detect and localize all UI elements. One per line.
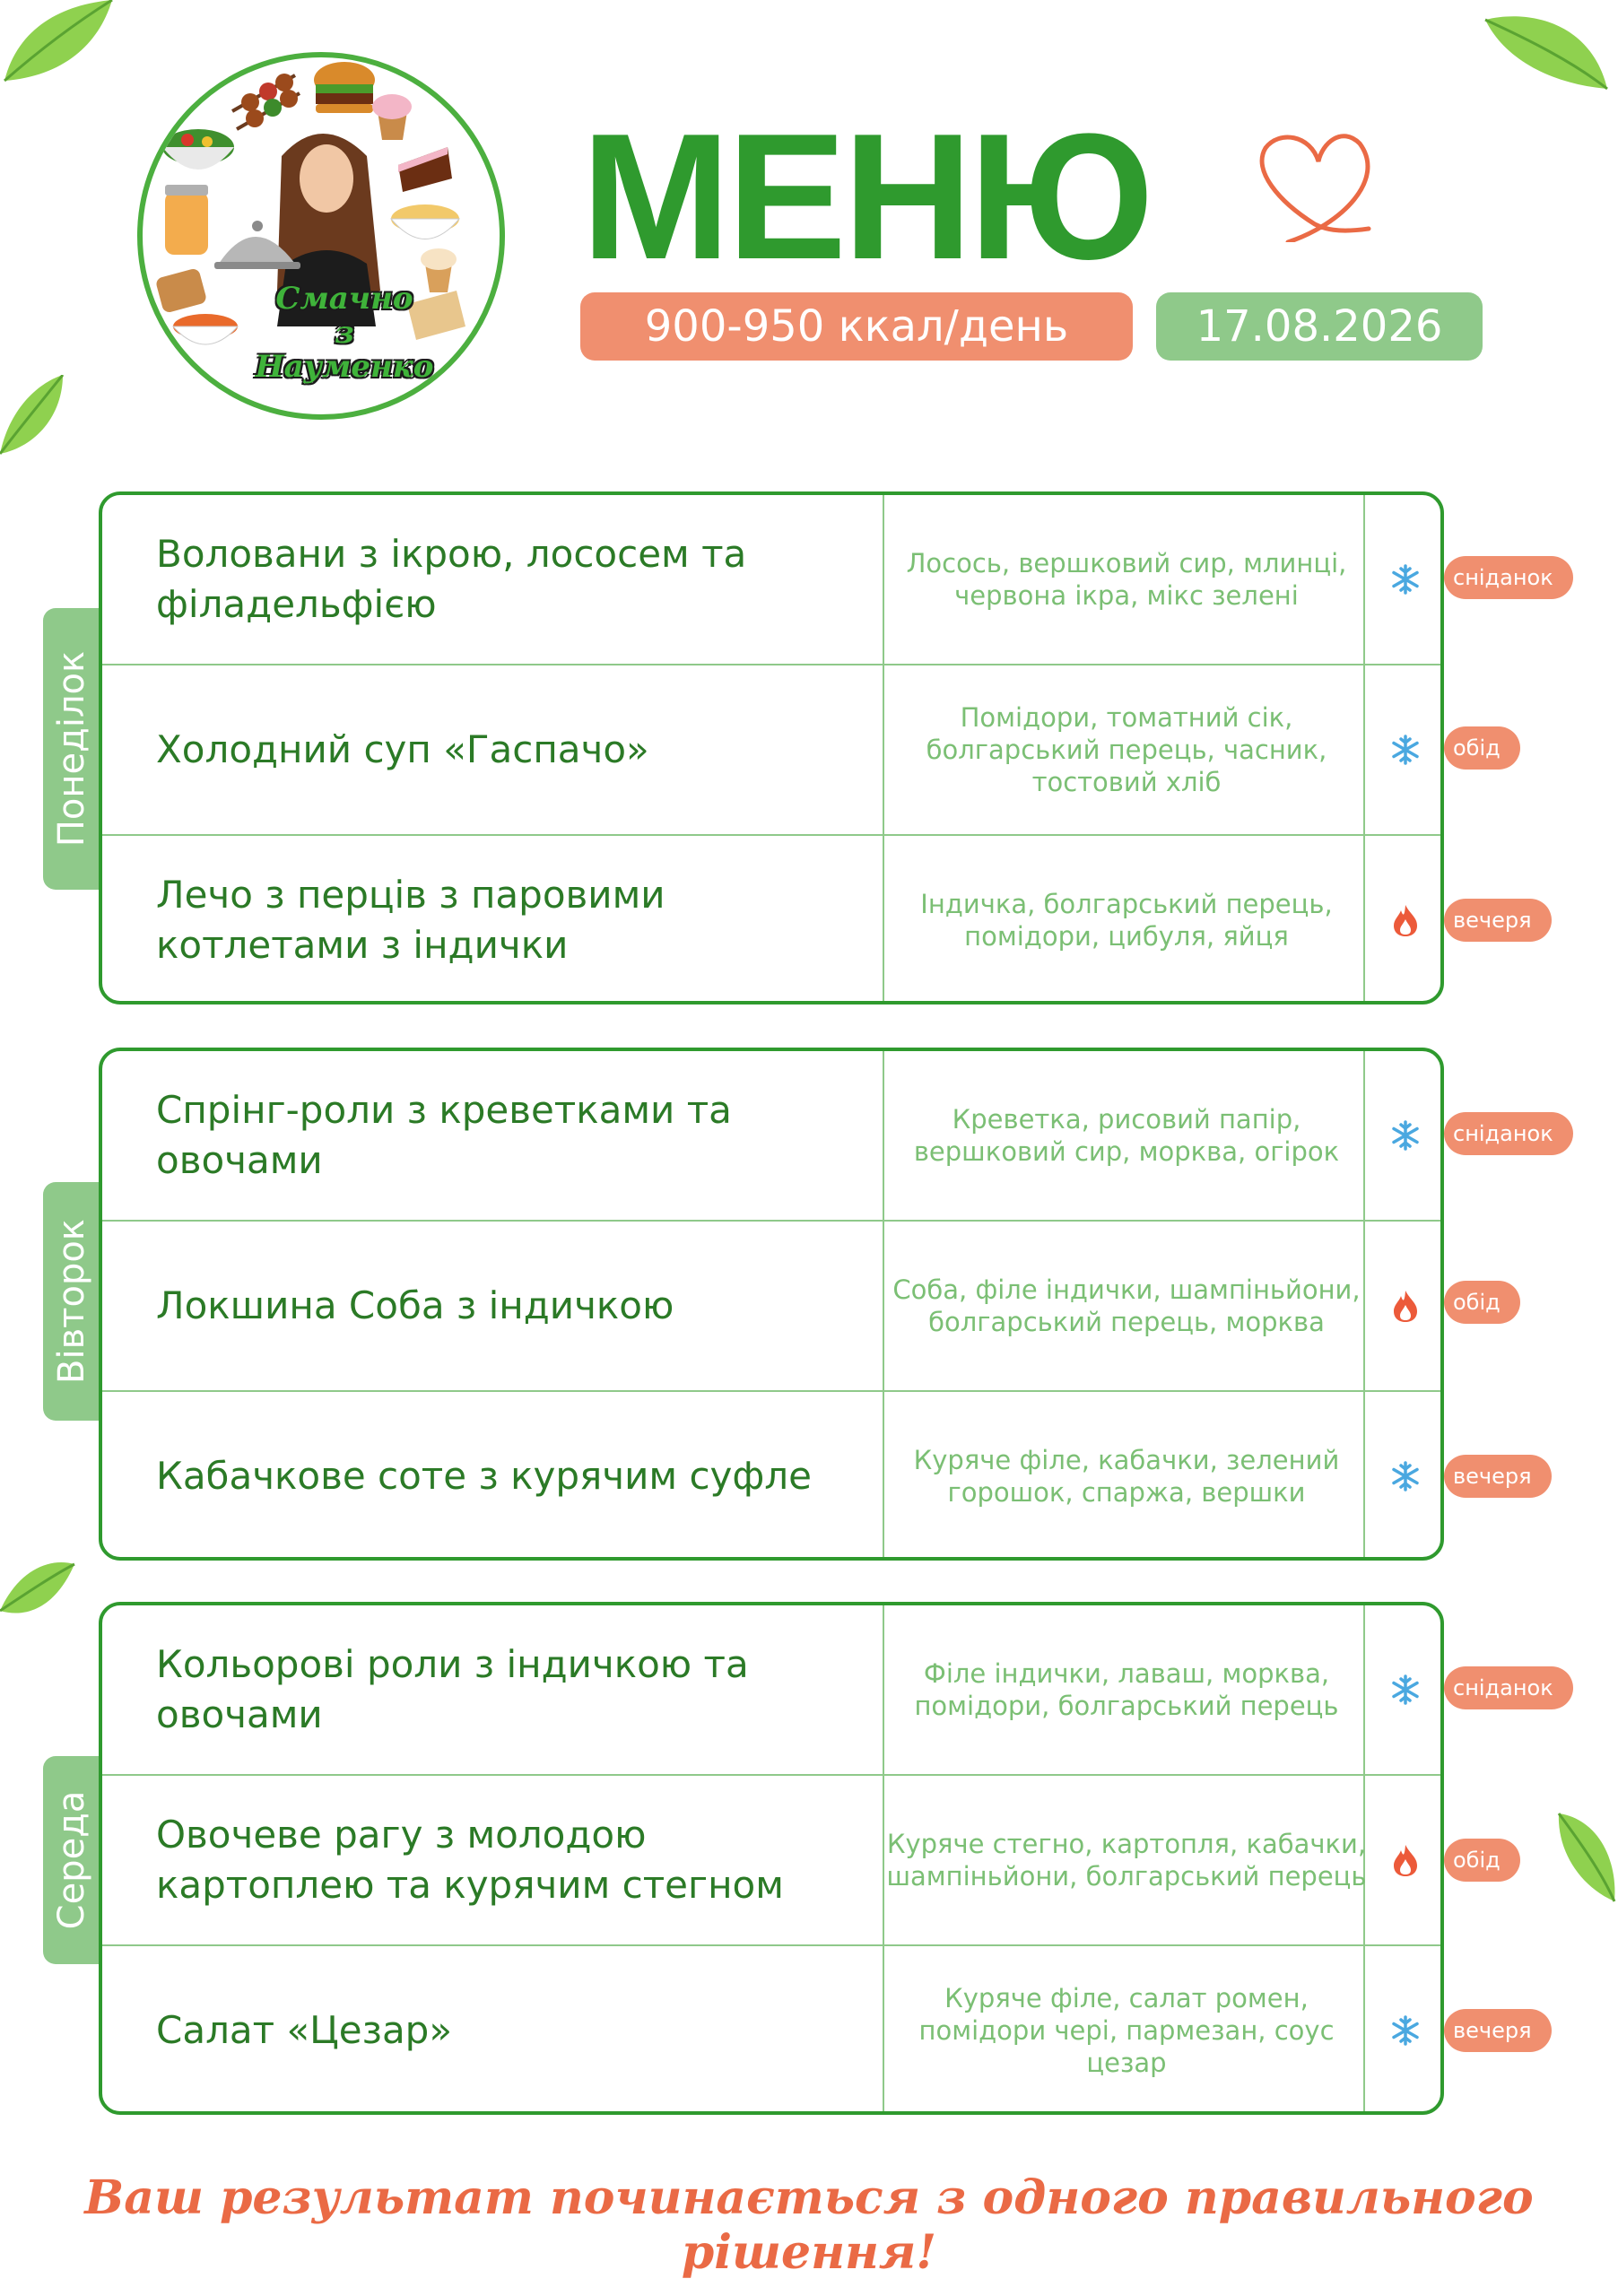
leaf-decoration	[4, 0, 113, 83]
column-divider	[1363, 1605, 1365, 2111]
ingredients: Креветка, рисовий папір, вершковий сир, …	[913, 1104, 1340, 1167]
day-label-monday: Понеділок	[43, 608, 100, 890]
snowflake-icon	[1392, 1120, 1419, 1151]
leaf-decoration	[1484, 16, 1608, 91]
meal-tag: сніданок	[1444, 556, 1573, 599]
dish-name: Овочеве рагу з молодою картоплею та куря…	[156, 1813, 784, 1907]
column-divider	[883, 495, 884, 1001]
logo-text-line: Смачно	[275, 281, 413, 317]
snowflake-icon	[1392, 1674, 1419, 1705]
day-table-tuesday: Спрінг-роли з креветками та овочами Крев…	[99, 1048, 1444, 1561]
day-table-wednesday: Кольорові роли з індичкою та овочами Філ…	[99, 1602, 1444, 2115]
meal-tag: сніданок	[1444, 1112, 1573, 1155]
column-divider	[1363, 1051, 1365, 1557]
fire-icon	[1394, 1845, 1417, 1876]
day-name: Середа	[51, 1790, 92, 1930]
dish-name: Локшина Соба з індичкою	[156, 1283, 674, 1327]
day-name: Вівторок	[51, 1219, 92, 1384]
logo-text-line: з Науменко	[255, 315, 434, 385]
meal-tag: вечеря	[1444, 2009, 1552, 2052]
fire-icon	[1394, 1291, 1417, 1322]
row-divider	[102, 1774, 1440, 1776]
ingredients: Куряче філе, салат ромен, помідори чері,…	[918, 1983, 1335, 2078]
dish-name: Лечо з перців з паровими котлетами з інд…	[156, 873, 665, 967]
column-divider	[1363, 495, 1365, 1001]
ingredients: Лосось, вершковий сир, млинці, червона і…	[906, 548, 1347, 611]
fire-icon	[1394, 905, 1417, 936]
ingredients: Помідори, томатний сік, болгарський пере…	[926, 702, 1327, 797]
heart-icon	[1259, 134, 1371, 242]
dish-name: Холодний суп «Гаспачо»	[156, 727, 649, 771]
logo-illustration	[156, 62, 465, 345]
dish-name: Воловани з ікрою, лососем та філадельфіє…	[156, 532, 747, 626]
leaf-decoration	[0, 1561, 75, 1613]
dish-name: Кабачкове соте з курячим суфле	[156, 1454, 812, 1498]
row-divider	[102, 834, 1440, 836]
row-divider	[102, 1944, 1440, 1946]
ingredients: Соба, філе індички, шампіньйони, болгарс…	[892, 1274, 1361, 1337]
table-row: Воловани з ікрою, лососем та філадельфіє…	[102, 495, 1440, 664]
ingredients: Філе індички, лаваш, морква, помідори, б…	[914, 1658, 1339, 1721]
date-badge: 17.08.2026	[1156, 292, 1483, 361]
ingredients: Куряче стегно, картопля, кабачки, шампін…	[886, 1829, 1367, 1892]
column-divider	[883, 1605, 884, 2111]
row-divider	[102, 1220, 1440, 1222]
leaf-decoration	[1557, 1813, 1616, 1902]
footer-slogan: Ваш результат починається з одного прави…	[84, 2170, 1534, 2280]
meal-tag: обід	[1444, 1839, 1520, 1882]
brand-logo: Смачно з Науменко	[137, 52, 505, 420]
logo-text: Смачно з Науменко	[241, 282, 448, 384]
snowflake-icon	[1392, 564, 1419, 595]
meal-tag: вечеря	[1444, 899, 1552, 942]
snowflake-icon	[1392, 1461, 1419, 1492]
dish-name: Спрінг-роли з креветками та овочами	[156, 1088, 732, 1182]
leaf-decoration	[0, 375, 65, 455]
calories-badge: 900-950 ккал/день	[580, 292, 1133, 361]
snowflake-icon	[1392, 2015, 1419, 2046]
table-row: Салат «Цезар» Куряче філе, салат ромен, …	[102, 1946, 1440, 2115]
meal-tag: обід	[1444, 726, 1520, 770]
column-divider	[883, 1051, 884, 1557]
table-row: Холодний суп «Гаспачо» Помідори, томатни…	[102, 665, 1440, 834]
page-title: МЕНЮ	[581, 97, 1154, 297]
dish-name: Кольорові роли з індичкою та овочами	[156, 1642, 749, 1736]
snowflake-icon	[1392, 735, 1419, 765]
row-divider	[102, 1390, 1440, 1392]
table-row: Локшина Соба з індичкою Соба, філе індич…	[102, 1222, 1440, 1390]
meal-tag: сніданок	[1444, 1666, 1573, 1709]
ingredients: Індичка, болгарський перець, помідори, ц…	[920, 889, 1333, 952]
row-divider	[102, 664, 1440, 665]
table-row: Кабачкове соте з курячим суфле Куряче фі…	[102, 1392, 1440, 1561]
table-row: Овочеве рагу з молодою картоплею та куря…	[102, 1776, 1440, 1944]
day-name: Понеділок	[51, 650, 92, 848]
table-row: Кольорові роли з індичкою та овочами Філ…	[102, 1605, 1440, 1774]
meal-tag: обід	[1444, 1281, 1520, 1324]
table-row: Спрінг-роли з креветками та овочами Крев…	[102, 1051, 1440, 1220]
day-label-tuesday: Вівторок	[43, 1182, 100, 1421]
dish-name: Салат «Цезар»	[156, 2008, 453, 2052]
day-label-wednesday: Середа	[43, 1756, 100, 1964]
table-row: Лечо з перців з паровими котлетами з інд…	[102, 836, 1440, 1004]
ingredients: Куряче філе, кабачки, зелений горошок, с…	[913, 1445, 1340, 1508]
day-table-monday: Воловани з ікрою, лососем та філадельфіє…	[99, 491, 1444, 1004]
meal-tag: вечеря	[1444, 1455, 1552, 1498]
